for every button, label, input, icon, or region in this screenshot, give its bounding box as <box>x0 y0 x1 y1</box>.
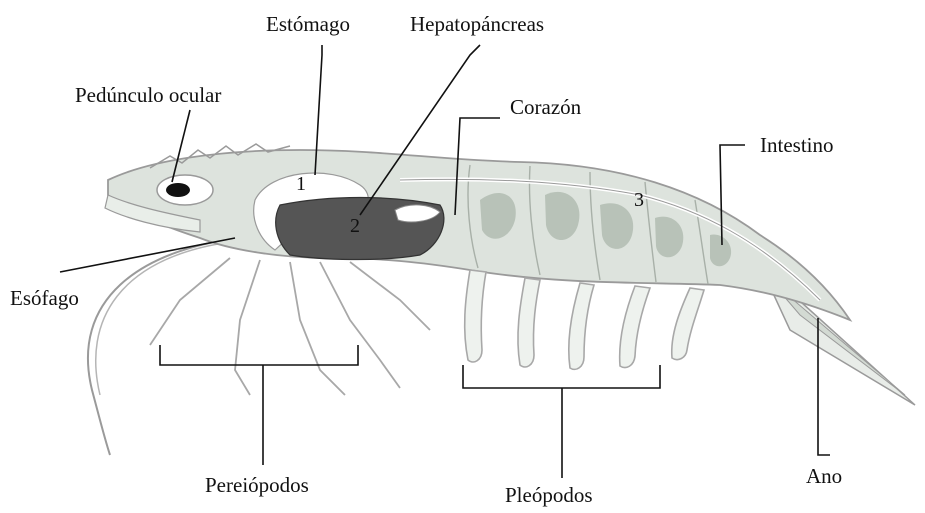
marker-3: 3 <box>634 189 644 211</box>
bracket-pereiopodos <box>160 345 358 465</box>
pleopod-legs <box>465 270 704 369</box>
label-pleopodos: Pleópodos <box>505 485 593 506</box>
label-pereiopodos: Pereiópodos <box>205 475 309 496</box>
label-ano: Ano <box>806 466 842 487</box>
label-intestino: Intestino <box>760 135 834 156</box>
label-esofago: Esófago <box>10 288 79 309</box>
marker-2: 2 <box>350 215 360 237</box>
eye <box>166 183 190 197</box>
antenna-whip <box>88 238 240 455</box>
label-peduncle: Pedúnculo ocular <box>75 85 221 106</box>
marker-1: 1 <box>296 173 306 195</box>
bracket-pleopodos <box>463 365 660 478</box>
label-estomago: Estómago <box>266 14 350 35</box>
label-corazon: Corazón <box>510 97 581 118</box>
pereiopod-legs <box>150 258 430 395</box>
antenna-whip-2 <box>96 242 230 395</box>
leader-esofago <box>60 238 235 272</box>
label-hepatopancreas: Hepatopáncreas <box>410 14 544 35</box>
